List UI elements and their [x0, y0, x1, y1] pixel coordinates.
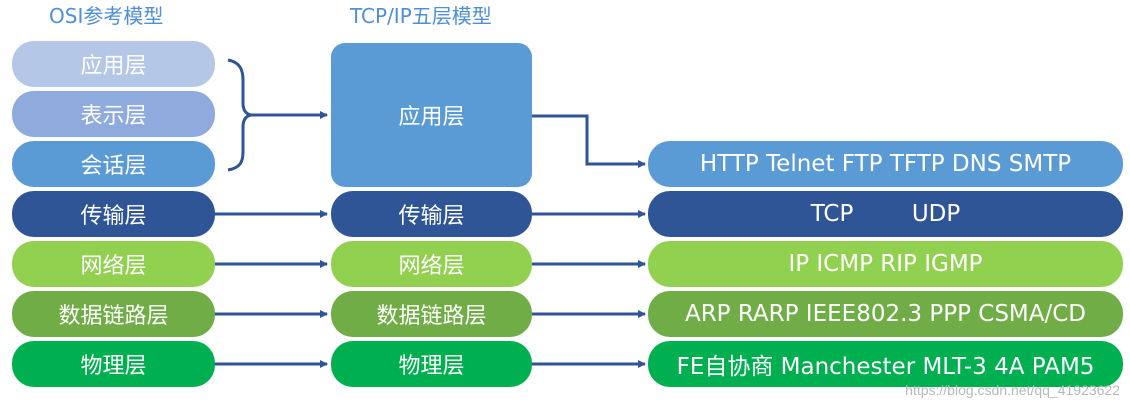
physical-protocols: FE自协商 Manchester MLT-3 4A PAM5 [648, 341, 1123, 387]
osi-network-layer: 网络层 [12, 241, 215, 287]
transport-protocols: TCP UDP [648, 191, 1123, 237]
osi-model-title: OSI参考模型 [49, 4, 164, 28]
osi-presentation-layer: 表示层 [12, 91, 215, 137]
watermark: https://blog.csdn.net/qq_41923622 [905, 382, 1120, 398]
application-protocols: HTTP Telnet FTP TFTP DNS SMTP [648, 141, 1123, 187]
tcpip-network-layer: 网络层 [331, 241, 532, 287]
tcpip-datalink-layer: 数据链路层 [331, 291, 532, 337]
network-protocols: IP ICMP RIP IGMP [648, 241, 1123, 287]
datalink-protocols: ARP RARP IEEE802.3 PPP CSMA/CD [648, 291, 1123, 337]
osi-application-layer: 应用层 [12, 41, 215, 87]
upper-layers-brace [227, 58, 252, 172]
tcpip-model-title: TCP/IP五层模型 [350, 4, 492, 28]
osi-session-layer: 会话层 [12, 141, 215, 187]
osi-transport-layer: 传输层 [12, 191, 215, 237]
osi-datalink-layer: 数据链路层 [12, 291, 215, 337]
tcpip-transport-layer: 传输层 [331, 191, 532, 237]
osi-physical-layer: 物理层 [12, 341, 215, 387]
tcpip-application-layer: 应用层 [331, 43, 532, 187]
application-to-protocols-arrow [532, 114, 646, 168]
tcpip-physical-layer: 物理层 [331, 341, 532, 387]
